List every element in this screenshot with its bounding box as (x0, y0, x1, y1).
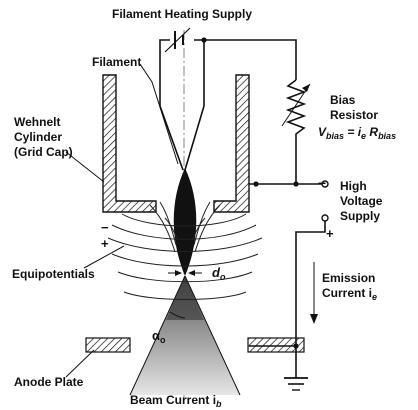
wehnelt-cylinder (102, 74, 250, 213)
wehnelt-label-line2: Cylinder (14, 130, 62, 144)
hv-label-line2: Voltage (340, 194, 383, 208)
bias-resistor (285, 79, 307, 184)
equipotential-lines (107, 201, 263, 300)
hv-minus-sign: − (318, 175, 326, 191)
electron-cloud (173, 168, 197, 276)
emission-label-line2: Current ie (322, 286, 377, 302)
anode-ground-wire (295, 221, 326, 378)
alpha-label: αo (152, 328, 166, 345)
bias-formula: Vbias = ie Rbias (318, 125, 396, 141)
bias-label-line2: Resistor (330, 108, 378, 122)
cap-plus-sign: + (101, 236, 109, 251)
filament-heating-circuit (159, 27, 297, 171)
junction-dot (201, 37, 207, 43)
hv-plus-sign: + (326, 226, 334, 241)
electron-beam-cone (130, 276, 240, 395)
equipotentials-label: Equipotentials (12, 267, 95, 281)
anode-plate-label: Anode Plate (14, 375, 84, 389)
emission-label-line1: Emission (322, 271, 375, 285)
hv-label-line1: High (340, 179, 367, 193)
hv-negative-terminal (321, 180, 329, 188)
bias-label-line1: Bias (330, 93, 356, 107)
ground-icon (284, 377, 308, 391)
beam-current-label: Beam Current ib (130, 393, 222, 409)
anode-plate-left (85, 337, 131, 353)
crossover-diameter-label: do (212, 265, 226, 282)
cap-minus-sign: − (101, 220, 109, 235)
wehnelt-label-line3: (Grid Cap) (14, 145, 73, 159)
wehnelt-label-line1: Wehnelt (14, 115, 60, 129)
filament-label: Filament (92, 55, 141, 69)
hv-label-line3: Supply (340, 209, 380, 223)
leader-lines (65, 63, 202, 378)
anode-plate-right (247, 337, 305, 353)
hv-positive-terminal (321, 214, 329, 222)
filament-heating-supply-label: Filament Heating Supply (112, 7, 252, 21)
